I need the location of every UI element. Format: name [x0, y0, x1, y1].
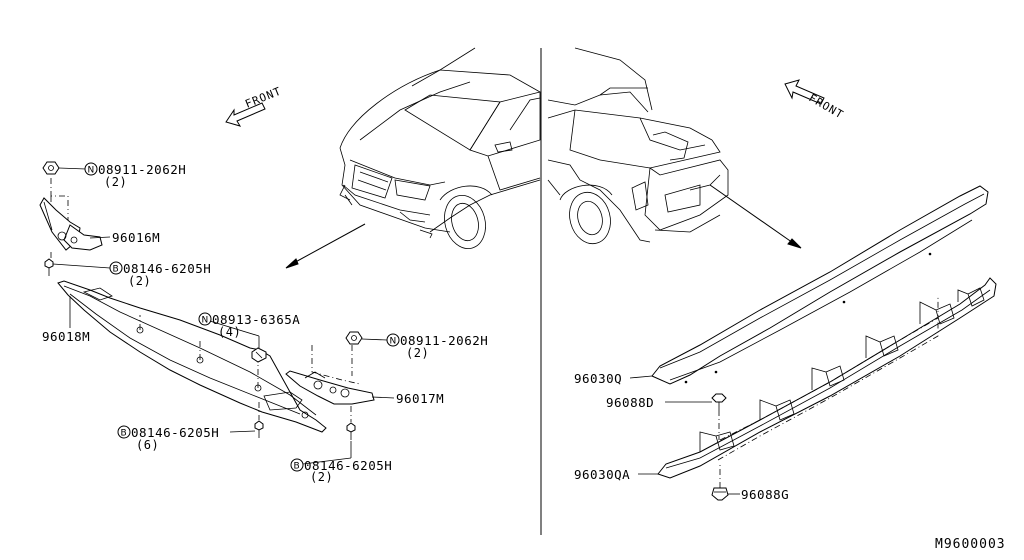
nut-part-top	[42, 161, 87, 175]
callout-nut-top: N 08911-2062H (2)	[84, 162, 186, 189]
bolt-bottom	[302, 406, 356, 465]
nut-part-right	[345, 331, 388, 345]
callout-8-number: 08146-6205H	[304, 458, 392, 473]
callout-4-prefix: N	[202, 316, 209, 326]
callout-7-number: 08146-6205H	[131, 425, 219, 440]
bracket-96017m	[285, 370, 395, 405]
front-direction-arrow-right: FRONT	[784, 79, 847, 122]
callout-0-prefix: N	[88, 166, 95, 176]
right-callout-0-number: 96030Q	[574, 371, 622, 386]
callout-bolt-center: B 08146-6205H (6)	[117, 425, 219, 452]
front-label-right: FRONT	[807, 91, 847, 121]
callout-7-prefix: B	[121, 429, 127, 439]
under-cover-96018m	[57, 280, 327, 433]
clip-96088d	[665, 393, 727, 440]
suv-front-illustration	[339, 47, 541, 249]
callout-1-number: 96016M	[112, 230, 160, 245]
right-callout-2-number: 96030QA	[574, 467, 630, 482]
callout-5-prefix: N	[390, 337, 397, 347]
side-step-bracket-96030qa	[638, 277, 997, 479]
callout-bolt-bottom: B 08146-6205H (2)	[290, 458, 392, 484]
bolt-left	[44, 252, 111, 276]
callout-2-number: 08146-6205H	[123, 261, 211, 276]
callout-clip: N 08913-6365A (4)	[198, 312, 300, 339]
left-detail-arrow	[285, 223, 366, 269]
callout-nut-right: N 08911-2062H (2)	[386, 333, 488, 360]
callout-6-number: 96017M	[396, 391, 444, 406]
callout-8-prefix: B	[294, 462, 300, 472]
right-detail-arrow	[709, 184, 802, 249]
clip-96088g	[711, 462, 740, 501]
callout-3-number: 96018M	[42, 329, 90, 344]
diagram-ref-code: M9600003	[935, 537, 1006, 552]
callout-4-number: 08913-6365A	[212, 312, 300, 327]
bracket-96016m	[39, 197, 111, 251]
front-direction-arrow-left: FRONT	[225, 84, 283, 127]
callout-5-qty: (2)	[406, 346, 429, 360]
callout-bolt-left: B 08146-6205H (2)	[109, 261, 211, 288]
side-step-96030q	[629, 185, 989, 385]
callout-0-qty: (2)	[104, 175, 127, 189]
callout-8-qty: (2)	[310, 470, 333, 484]
callout-2-qty: (2)	[128, 274, 151, 288]
right-callout-1-number: 96088D	[606, 395, 654, 410]
callout-0-number: 08911-2062H	[98, 162, 186, 177]
clip-part	[199, 317, 267, 363]
right-callout-3-number: 96088G	[741, 487, 789, 502]
callout-2-prefix: B	[113, 265, 119, 275]
bolt-center	[229, 402, 264, 438]
callout-7-qty: (6)	[136, 438, 159, 452]
callout-5-number: 08911-2062H	[400, 333, 488, 348]
callout-4-qty: (4)	[218, 325, 241, 339]
pickup-rear-illustration	[547, 47, 729, 245]
